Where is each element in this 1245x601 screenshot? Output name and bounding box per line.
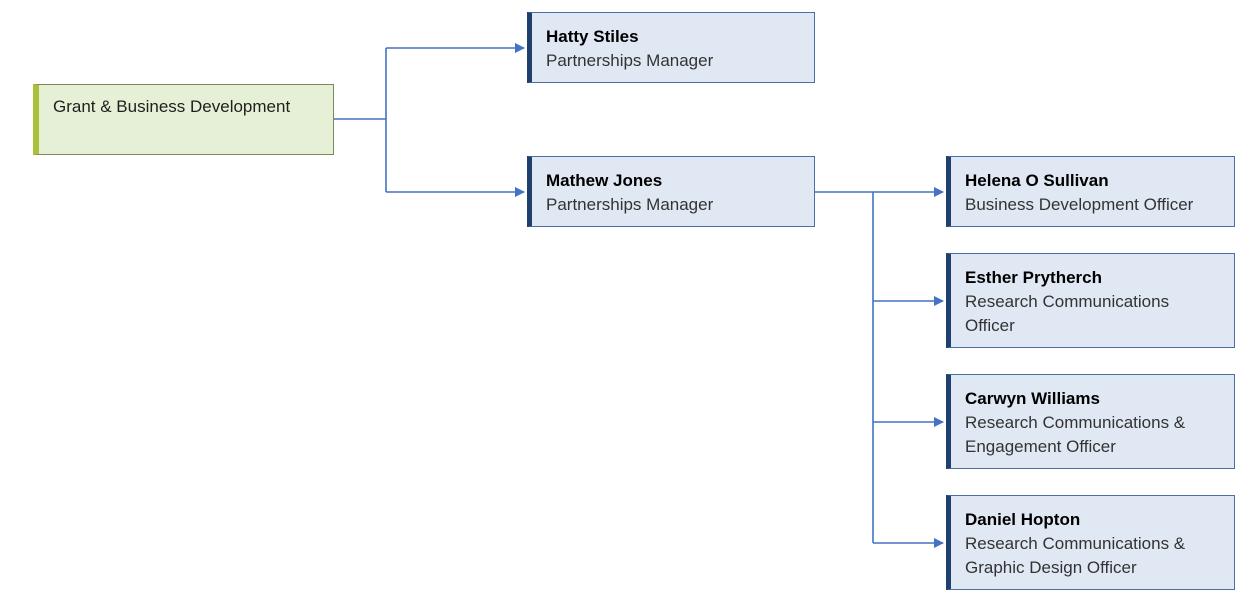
node-role: Partnerships Manager bbox=[546, 51, 714, 70]
node-name: Daniel Hopton bbox=[965, 510, 1081, 529]
node-role: Research Communications Officer bbox=[965, 292, 1170, 335]
node-name: Esther Prytherch bbox=[965, 268, 1102, 287]
node-role: Business Development Officer bbox=[965, 195, 1194, 214]
node-name: Helena O Sullivan bbox=[965, 171, 1109, 190]
node-carwyn-williams: Carwyn Williams Research Communications … bbox=[946, 374, 1235, 469]
node-label: Grant & Business Development bbox=[53, 97, 291, 116]
node-name: Hatty Stiles bbox=[546, 27, 639, 46]
node-grant-business-development: Grant & Business Development bbox=[33, 84, 334, 155]
node-hatty-stiles: Hatty Stiles Partnerships Manager bbox=[527, 12, 815, 83]
connector-mathew-trunk bbox=[815, 191, 874, 543]
node-mathew-jones: Mathew Jones Partnerships Manager bbox=[527, 156, 815, 227]
node-role: Research Communications & Engagement Off… bbox=[965, 413, 1186, 456]
node-role: Research Communications & Graphic Design… bbox=[965, 534, 1186, 577]
node-role: Partnerships Manager bbox=[546, 195, 714, 214]
node-name: Mathew Jones bbox=[546, 171, 663, 190]
node-name: Carwyn Williams bbox=[965, 389, 1100, 408]
node-esther-prytherch: Esther Prytherch Research Communications… bbox=[946, 253, 1235, 348]
connector-root-trunk bbox=[334, 48, 387, 192]
node-helena-o-sullivan: Helena O Sullivan Business Development O… bbox=[946, 156, 1235, 227]
node-daniel-hopton: Daniel Hopton Research Communications & … bbox=[946, 495, 1235, 590]
